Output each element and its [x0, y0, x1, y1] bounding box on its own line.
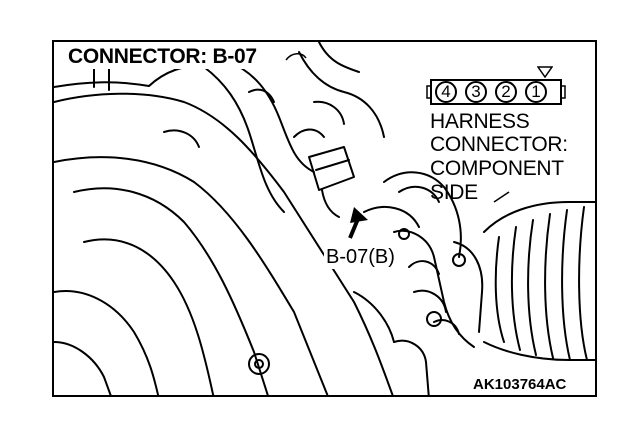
connector-callout-label: B-07(B) [324, 246, 397, 269]
view-label-line-1: HARNESS [430, 110, 530, 133]
engine-bay-illustration [54, 42, 595, 395]
figure-code: AK103764AC [470, 376, 570, 393]
diagram-frame: CONNECTOR: B-07 4 3 2 1 HARNESS CONNECTO… [52, 40, 597, 397]
pin-3: 3 [465, 81, 487, 103]
pin-housing-outline [426, 79, 566, 105]
pin-1: 1 [525, 81, 547, 103]
view-label-line-2: CONNECTOR: [430, 133, 568, 156]
pointer-arrow [348, 207, 368, 239]
connector-title: CONNECTOR: B-07 [66, 45, 259, 69]
pin-4: 4 [435, 81, 457, 103]
pin-2: 2 [495, 81, 517, 103]
view-label-line-3: COMPONENT [430, 157, 564, 180]
connector-pinout: 4 3 2 1 [425, 66, 575, 106]
key-triangle-icon [537, 66, 553, 78]
view-label-line-4: SIDE [430, 181, 478, 204]
